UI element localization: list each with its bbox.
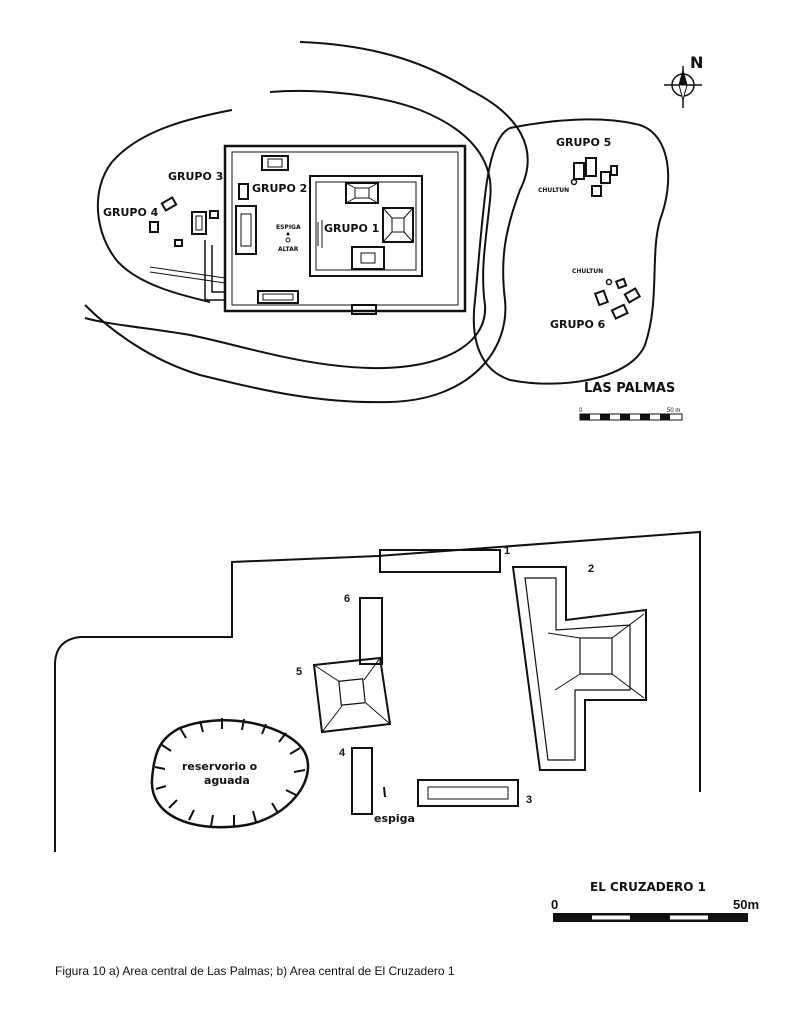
label-reservoir-1: reservorio o <box>182 760 258 773</box>
scale-a-end: 50 m <box>667 408 680 414</box>
contour-hill <box>472 118 670 385</box>
reservoir <box>150 719 310 829</box>
grupo6-s2 <box>623 287 642 304</box>
label-structure-3: 3 <box>526 794 532 806</box>
map-b-title: EL CRUZADERO 1 <box>590 880 706 894</box>
pyramid-east <box>382 207 414 243</box>
label-grupo2: GRUPO 2 <box>252 182 307 195</box>
scale-bar-b: 0 50m <box>551 897 759 922</box>
pyramid-north <box>345 182 379 204</box>
drain-channel <box>204 240 225 301</box>
structure-1 <box>379 549 501 573</box>
reservoir-ticks <box>154 718 306 827</box>
pyramid-south <box>351 246 385 270</box>
map-el-cruzadero <box>54 530 701 852</box>
structure-north-top <box>267 158 283 168</box>
grupo5-s5 <box>591 185 602 197</box>
espiga-dot <box>286 232 290 236</box>
grupo3-small <box>209 210 219 219</box>
grupo3-structure <box>191 211 207 235</box>
scale-bar-a: 0 50 m <box>579 408 683 421</box>
label-structure-4: 4 <box>339 747 346 759</box>
contour-west <box>96 109 233 303</box>
grupo1-court <box>309 175 423 277</box>
structure-north <box>261 155 289 171</box>
main-plaza <box>223 144 467 313</box>
grupo5-s2 <box>585 157 597 177</box>
scale-b-end: 50m <box>733 897 759 912</box>
label-altar: ALTAR <box>278 246 299 253</box>
label-structure-2: 2 <box>588 563 594 575</box>
structure-2 <box>511 566 647 771</box>
structure-south-long-top <box>262 293 294 301</box>
structure-6 <box>359 597 383 665</box>
grupo6-s1 <box>593 289 610 307</box>
label-grupo1: GRUPO 1 <box>324 222 379 235</box>
label-grupo4: GRUPO 4 <box>103 206 159 219</box>
grupo5-s3 <box>600 171 611 184</box>
structure-south-long <box>257 290 299 304</box>
contour-outer <box>84 41 529 404</box>
label-structure-1: 1 <box>504 545 510 557</box>
grupo5-s1 <box>573 162 585 180</box>
grupo5-s4 <box>610 165 618 176</box>
label-chultun5: CHULTUN <box>538 187 569 194</box>
structure-4 <box>351 747 373 815</box>
figure-caption: Figura 10 a) Area central de Las Palmas;… <box>55 964 455 978</box>
north-arrow-icon <box>664 66 702 108</box>
site-boundary <box>54 530 701 852</box>
main-plaza-inner <box>231 151 459 306</box>
grupo6-s4 <box>614 277 628 290</box>
label-espiga-b: espiga <box>374 812 415 825</box>
label-chultun6: CHULTUN <box>572 268 603 275</box>
scale-a-start: 0 <box>579 408 583 414</box>
chultun5-marker <box>570 178 578 186</box>
label-structure-6: 6 <box>344 593 350 605</box>
espiga-marker <box>383 786 386 798</box>
label-reservoir-2: aguada <box>204 774 250 787</box>
label-grupo3: GRUPO 3 <box>168 170 223 183</box>
causeway-west <box>149 266 226 284</box>
structure-west-long <box>235 205 257 255</box>
label-espiga: ESPIGA <box>276 224 301 231</box>
grupo4-s3 <box>174 239 183 247</box>
grupo3-structure-top <box>195 215 203 231</box>
grupo4-s2 <box>149 221 159 233</box>
map-las-palmas <box>84 41 670 404</box>
structure-5 <box>312 656 392 734</box>
label-structure-5: 5 <box>296 666 302 678</box>
label-grupo5: GRUPO 5 <box>556 136 611 149</box>
structure-west-long-top <box>240 213 252 247</box>
structure-3 <box>417 779 519 807</box>
grupo6-s3 <box>610 303 629 320</box>
label-grupo6: GRUPO 6 <box>550 318 606 331</box>
structure-3-top <box>427 786 509 800</box>
north-label: N <box>690 53 703 72</box>
chultun6-marker <box>605 278 613 286</box>
map-a-title: LAS PALMAS <box>584 381 675 396</box>
grupo4-s1 <box>160 196 178 212</box>
altar-dot <box>285 237 291 243</box>
scale-b-start: 0 <box>551 897 558 912</box>
structure-west-small <box>238 183 249 200</box>
south-entrance <box>351 304 377 315</box>
contour-middle <box>84 89 492 370</box>
